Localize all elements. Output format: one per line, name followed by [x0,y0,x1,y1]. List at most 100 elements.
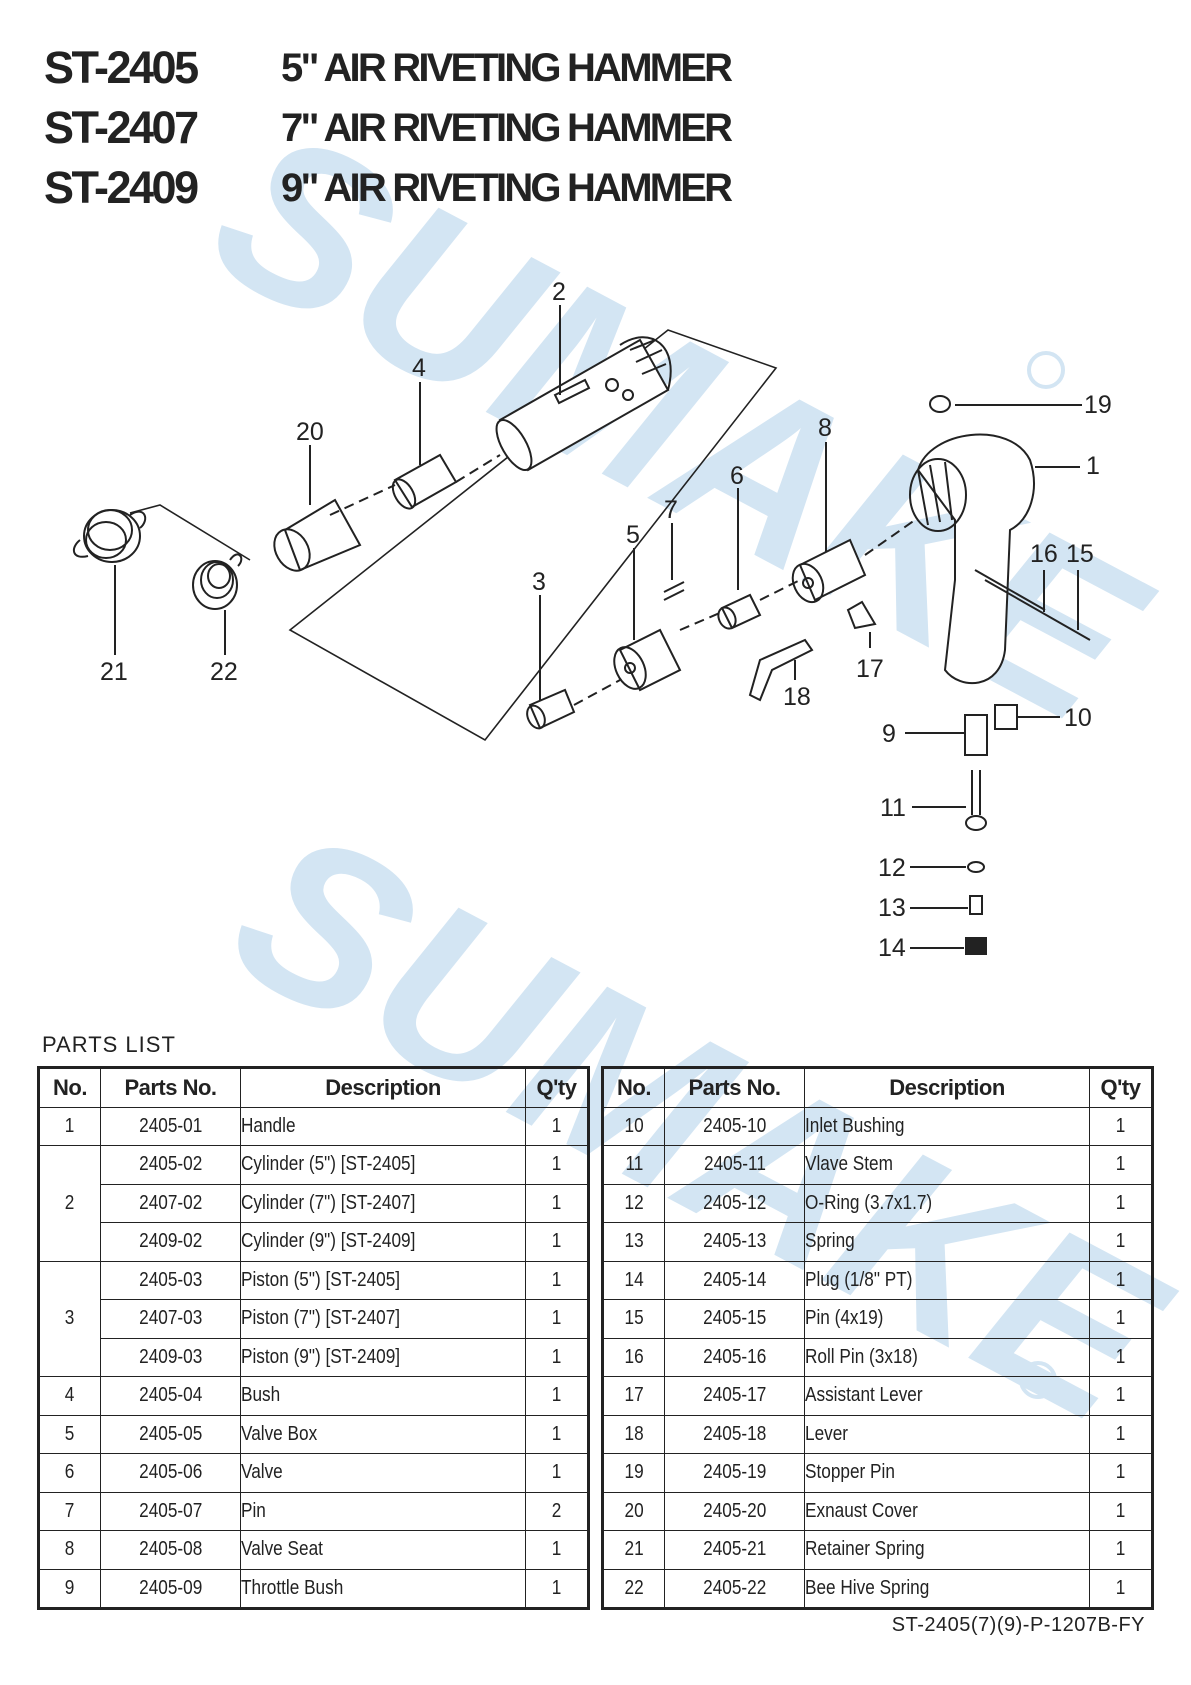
part-quantity: 1 [525,1453,589,1493]
pin-15-part [984,579,1091,641]
item-number: 12 [602,1183,665,1223]
part-quantity: 1 [1089,1568,1153,1609]
handle-part [909,433,1035,684]
callout-14: 14 [878,934,906,962]
part-description: Handle [240,1106,526,1146]
table-header-row: No. Parts No. Description Q'ty [38,1067,589,1108]
part-description: Valve Seat [240,1530,526,1570]
item-number: 6 [38,1453,101,1493]
table-row: 3 2405-03 Piston (5") [ST-2405] 1 [38,1260,589,1377]
item-number: 18 [602,1414,665,1454]
table-row: 7 2405-07 Pin 2 [38,1491,589,1531]
part-description: Bee Hive Spring [804,1568,1090,1609]
callout-10: 10 [1064,704,1092,732]
item-number: 13 [602,1222,665,1262]
part-number: 2405-22 [664,1568,805,1609]
callout-9: 9 [882,720,896,748]
part-description: Cylinder (9") [ST-2409] [240,1222,526,1262]
title-row: ST-2409 9" AIR RIVETING HAMMER [44,160,844,220]
part-description: Exnaust Cover [804,1491,1090,1531]
callout-7: 7 [664,496,678,524]
part-description: Piston (9") [ST-2409] [240,1337,526,1377]
item-number: 19 [602,1453,665,1493]
part-quantity: 1 [1089,1453,1153,1493]
part-description: Vlave Stem [804,1145,1090,1185]
part-number: 2405-11 [664,1145,805,1185]
table-row: 2407-03 Piston (7") [ST-2407] 1 [39,1299,589,1339]
part-number: 2405-18 [664,1414,805,1454]
callout-19: 19 [1084,391,1112,419]
part-description: Roll Pin (3x18) [804,1337,1090,1377]
part-quantity: 1 [525,1376,589,1416]
title-row: ST-2407 7" AIR RIVETING HAMMER [44,100,844,160]
stopper-pin-part [929,395,951,413]
callout-11: 11 [880,794,906,822]
bush-part [391,453,458,510]
model-number: ST-2407 [44,102,199,153]
piston-part [526,688,576,730]
part-quantity: 1 [525,1414,589,1454]
part-quantity: 1 [1089,1183,1153,1223]
valve-box-part [613,628,682,692]
spring-link-line [129,504,251,561]
part-number: 2405-12 [664,1183,805,1223]
callout-8: 8 [818,414,832,442]
part-number: 2405-20 [664,1491,805,1531]
model-number: ST-2409 [44,162,199,213]
part-number: 2407-03 [100,1299,241,1339]
part-number: 2405-05 [100,1414,241,1454]
part-description: Lever [804,1414,1090,1454]
table-row: 8 2405-08 Valve Seat 1 [38,1530,589,1570]
part-description: Cylinder (7") [ST-2407] [240,1183,526,1223]
part-quantity: 1 [525,1222,589,1262]
part-quantity: 1 [525,1299,589,1339]
model-number: ST-2405 [44,42,199,93]
item-number: 4 [38,1376,101,1416]
column-header-qty: Q'ty [1089,1067,1153,1108]
callout-15: 15 [1066,540,1094,568]
callout-22: 22 [210,658,238,686]
valve-part [717,593,762,630]
callout-1: 1 [1086,452,1100,480]
part-number: 2407-02 [100,1183,241,1223]
column-header-parts-no: Parts No. [664,1067,805,1108]
item-number: 5 [38,1414,101,1454]
part-number: 2405-03 [100,1260,241,1300]
item-number: 10 [602,1106,665,1146]
table-row: 4 2405-04 Bush 1 [38,1376,589,1416]
o-ring-part [967,861,985,873]
inlet-bushing-part [994,704,1018,730]
table-row: 2407-02 Cylinder (7") [ST-2407] 1 [39,1183,589,1223]
model-description: 5" AIR RIVETING HAMMER [281,46,733,90]
part-description: Stopper Pin [804,1453,1090,1493]
part-quantity: 2 [525,1491,589,1531]
part-number: 2405-06 [100,1453,241,1493]
part-number: 2405-17 [664,1376,805,1416]
part-number: 2405-07 [100,1491,241,1531]
roll-pin-16-part [974,569,1046,611]
part-quantity: 1 [1089,1106,1153,1146]
part-number: 2405-14 [664,1260,805,1300]
part-description: Inlet Bushing [804,1106,1090,1146]
part-quantity: 1 [1089,1414,1153,1454]
part-number: 2405-19 [664,1453,805,1493]
cylinder-part [495,336,672,472]
column-header-description: Description [240,1067,526,1108]
item-number: 16 [602,1337,665,1377]
callout-20: 20 [296,418,324,446]
part-description: Plug (1/8" PT) [804,1260,1090,1300]
item-number: 22 [602,1568,665,1609]
item-number: 21 [602,1530,665,1570]
lever-part [748,638,814,702]
callout-16: 16 [1030,540,1058,568]
parts-list-label: PARTS LIST [42,1032,176,1057]
part-number: 2405-21 [664,1530,805,1570]
